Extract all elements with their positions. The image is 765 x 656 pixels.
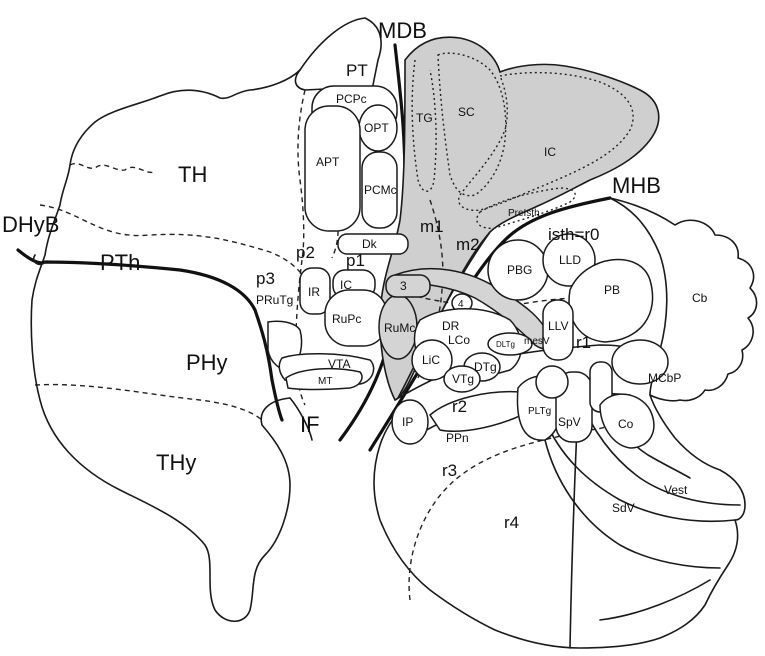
mt-label: MT: [318, 376, 332, 387]
lld-label: LLD: [559, 253, 581, 267]
dltg-label: DLTg: [496, 340, 515, 349]
sc-outline: [437, 52, 507, 197]
llv-label: LLV: [548, 319, 568, 333]
ppn-shape: [429, 390, 530, 433]
mcbp-shape: [611, 339, 669, 385]
ip-shape: [391, 399, 429, 445]
thy-label: THy: [156, 450, 196, 475]
pcmc-label: PCMc: [364, 183, 397, 197]
forebrain-bottom: [289, 397, 313, 441]
ppn-label: PPn: [446, 431, 469, 445]
th-pth-border: [39, 204, 311, 286]
forebrain-outline: [294, 17, 382, 91]
prutg-label: PRuTg: [256, 293, 293, 307]
pth-label: PTh: [100, 250, 140, 275]
spv-label: SpV: [558, 415, 581, 429]
co-label: Co: [618, 417, 634, 431]
pt-label: PT: [346, 61, 368, 80]
dk-shape: [337, 233, 409, 255]
pcpc-label: PCPc: [336, 92, 367, 106]
r1-label: r1: [576, 333, 591, 352]
rumc-label: RuMc: [384, 321, 415, 335]
pltg-label: PLTg: [528, 406, 551, 417]
r4-label: r4: [504, 513, 519, 532]
apt-shape: [304, 105, 361, 232]
n3-label: 3: [400, 279, 407, 293]
n3-shape: [385, 274, 431, 298]
if-label: IF: [300, 412, 320, 437]
dtg-label: DTg: [474, 360, 497, 374]
mhb-label: MHB: [612, 173, 661, 198]
cb-label: Cb: [692, 291, 708, 305]
th-bumps: [69, 162, 156, 174]
pbg-label: PBG: [507, 263, 532, 277]
m1-label: m1: [420, 217, 444, 236]
pb-label: PB: [604, 283, 620, 297]
vest-label: Vest: [664, 483, 688, 497]
lic-shape: [411, 339, 453, 381]
dhyb-label: DHyB: [2, 212, 59, 237]
dhyb-line: [16, 248, 284, 422]
sdv-bottom-line: [599, 579, 711, 621]
lic-label: LiC: [422, 353, 440, 367]
tg-label: TG: [416, 111, 433, 125]
dk-label: Dk: [362, 237, 378, 251]
pb-shape: [568, 258, 654, 343]
r3-r4-dash: [408, 409, 631, 601]
thalamus-outline: [30, 69, 301, 623]
ic-p1-label: IC: [340, 278, 352, 292]
vest-inner-line: [579, 399, 741, 506]
opt-label: OPT: [364, 121, 389, 135]
vtg-shape: [443, 365, 481, 393]
mcbp-hole: [535, 365, 569, 399]
p1-label: p1: [346, 251, 365, 270]
p3-label: p3: [256, 269, 275, 288]
ir-shape: [299, 267, 331, 315]
tg-outline: [411, 59, 437, 192]
dr-label: DR: [442, 319, 460, 333]
ir-label: IR: [308, 285, 320, 299]
lco-label: LCo: [448, 333, 470, 347]
mesv-label: mesV: [524, 336, 550, 347]
isth-label: isth=r0: [548, 225, 600, 244]
r3-label: r3: [442, 461, 457, 480]
mcbp-label: MCbP: [648, 371, 681, 385]
dhyb-curl: [32, 254, 46, 266]
hindbrain-outline: [373, 197, 758, 649]
sdv-lower-line: [544, 439, 721, 569]
ic-label: IC: [544, 145, 556, 159]
pcmc-shape: [361, 151, 398, 229]
ic-outline: [458, 71, 634, 212]
vtg-label: VTg: [452, 372, 474, 386]
sdv-label: SdV: [612, 501, 635, 515]
p2-label: p2: [296, 243, 315, 262]
dltg-shape: [487, 332, 533, 356]
vta-label: VTA: [328, 357, 350, 371]
co-shape: [599, 393, 655, 449]
n4-label: 4: [458, 299, 464, 310]
sc-label: SC: [458, 105, 475, 119]
mdb-label: MDB: [378, 18, 427, 43]
ip-label: IP: [402, 415, 413, 429]
mt-shape: [285, 367, 363, 391]
phy-label: PHy: [186, 350, 228, 375]
phy-thy-border: [34, 383, 263, 421]
r2-label: r2: [452, 397, 467, 416]
th-label: TH: [178, 162, 207, 187]
m2-label: m2: [456, 235, 480, 254]
preisth-outline: [476, 187, 576, 229]
apt-label: APT: [316, 155, 340, 169]
llv-shape: [542, 299, 574, 361]
preisth-label: PreIsth: [508, 208, 540, 219]
rupc-label: RuPc: [332, 312, 361, 326]
spv-vest-line: [544, 419, 736, 523]
